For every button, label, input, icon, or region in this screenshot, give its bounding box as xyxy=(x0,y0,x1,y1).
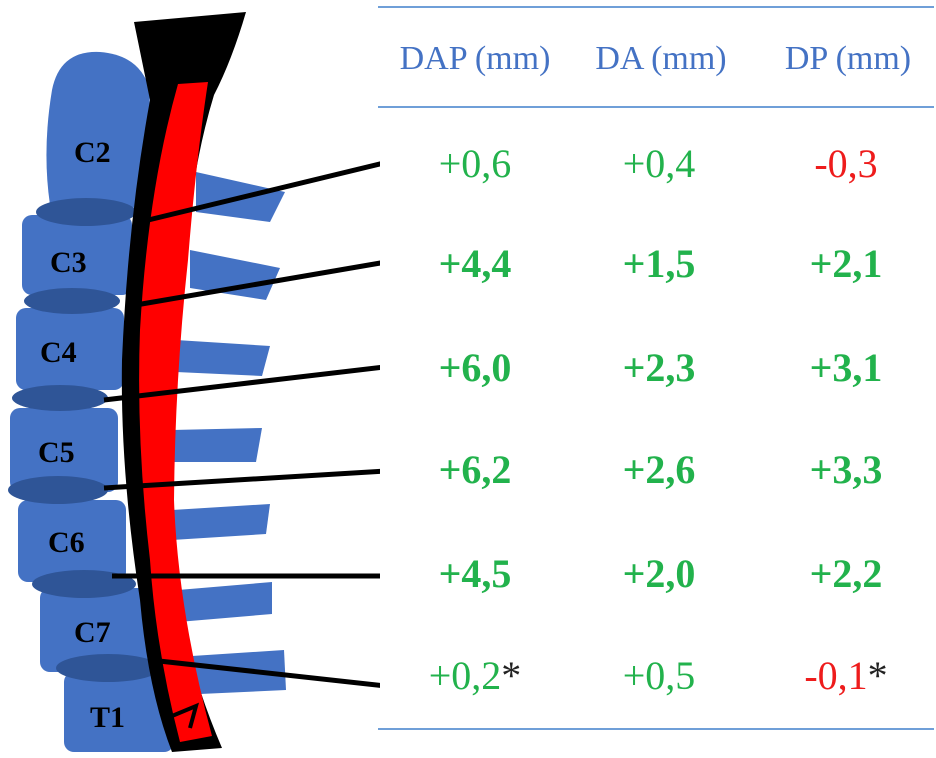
cell-dp-row-1: -0,3 xyxy=(758,140,934,187)
vertebra-c2 xyxy=(46,51,150,209)
leader-line-c5-c6 xyxy=(103,468,380,491)
value-dap: +0,2 xyxy=(428,653,502,698)
level-leader-lines xyxy=(103,161,380,688)
value-dp: +2,1 xyxy=(809,241,883,286)
leader-line-c3-c4 xyxy=(129,260,380,309)
vertebra-c4 xyxy=(16,308,124,390)
vertebral-bodies xyxy=(10,51,174,752)
significance-asterisk: * xyxy=(867,653,888,698)
value-da: +0,5 xyxy=(622,653,696,698)
value-dap: +4,5 xyxy=(438,551,512,596)
vertebra-label-c3: C3 xyxy=(50,246,87,279)
cell-dp-row-3: +3,1 xyxy=(758,344,934,391)
disc-c2-c3 xyxy=(36,198,136,226)
vertebra-c7 xyxy=(40,588,150,672)
value-dp: -0,3 xyxy=(814,141,878,186)
vertebra-c3 xyxy=(22,215,132,295)
leader-line-c4-c5 xyxy=(103,364,380,403)
intervertebral-discs xyxy=(8,198,160,682)
vertebra-labels: C2 C3 C4 C5 C6 C7 T1 xyxy=(38,136,125,734)
disc-c4-c5 xyxy=(12,385,108,411)
value-da: +2,0 xyxy=(622,551,696,596)
disc-c6-c7 xyxy=(32,570,136,598)
cell-dap-row-1: +0,6 xyxy=(382,140,568,187)
value-dap: +0,6 xyxy=(438,141,512,186)
header-dap: DAP (mm) xyxy=(399,40,551,77)
spine-diagram: C2 C3 C4 C5 C6 C7 T1 xyxy=(8,12,380,752)
spinous-processes xyxy=(172,172,286,694)
spinous-process-c3 xyxy=(190,250,280,300)
cell-dp-row-4: +3,3 xyxy=(758,446,934,493)
spinous-process-c7 xyxy=(178,582,272,622)
cell-dap-row-4: +6,2 xyxy=(382,446,568,493)
table-bottom-rule xyxy=(378,728,934,730)
value-da: +1,5 xyxy=(622,241,696,286)
cell-da-row-4: +2,6 xyxy=(566,446,752,493)
leader-line-c7-t1 xyxy=(149,657,380,688)
significance-asterisk: * xyxy=(501,653,522,698)
header-dp: DP (mm) xyxy=(784,40,912,77)
table-header-rule xyxy=(378,106,934,108)
cell-dap-row-6: +0,2* xyxy=(382,652,568,699)
value-dp: +3,1 xyxy=(809,345,883,390)
cell-da-row-5: +2,0 xyxy=(566,550,752,597)
disc-c3-c4 xyxy=(24,288,120,314)
disc-c7-t1 xyxy=(56,654,160,682)
value-dp: -0,1 xyxy=(804,653,868,698)
cell-da-row-3: +2,3 xyxy=(566,344,752,391)
spinal-cord-tip-mark xyxy=(171,702,200,729)
cell-da-row-1: +0,4 xyxy=(566,140,752,187)
vertebra-c6 xyxy=(18,500,126,582)
value-da: +2,6 xyxy=(622,447,696,492)
vertebra-label-c7: C7 xyxy=(74,616,111,649)
value-dp: +2,2 xyxy=(809,551,883,596)
cell-dap-row-5: +4,5 xyxy=(382,550,568,597)
cell-dp-row-6: -0,1* xyxy=(758,652,934,699)
vertebra-c5 xyxy=(10,408,118,492)
cell-dp-row-2: +2,1 xyxy=(758,240,934,287)
vertebra-label-c6: C6 xyxy=(48,526,85,559)
value-da: +2,3 xyxy=(622,345,696,390)
spinous-process-c5 xyxy=(172,428,262,462)
cell-dap-row-2: +4,4 xyxy=(382,240,568,287)
vertebra-t1 xyxy=(64,672,174,752)
vertebra-label-c5: C5 xyxy=(38,436,75,469)
value-dap: +6,2 xyxy=(438,447,512,492)
spinous-process-c4 xyxy=(176,340,270,376)
value-dap: +4,4 xyxy=(438,241,512,286)
value-dp: +3,3 xyxy=(809,447,883,492)
cell-dp-row-5: +2,2 xyxy=(758,550,934,597)
vertebra-label-c2: C2 xyxy=(74,136,111,169)
cell-da-row-2: +1,5 xyxy=(566,240,752,287)
header-da: DA (mm) xyxy=(595,40,727,77)
cell-da-row-6: +0,5 xyxy=(566,652,752,699)
value-da: +0,4 xyxy=(622,141,696,186)
vertebra-label-c4: C4 xyxy=(40,336,77,369)
spinous-process-c6 xyxy=(172,504,270,540)
vertebra-label-t1: T1 xyxy=(90,701,125,734)
leader-line-c2-c3 xyxy=(139,161,380,225)
cell-dap-row-3: +6,0 xyxy=(382,344,568,391)
disc-c5-c6 xyxy=(8,476,108,504)
value-dap: +6,0 xyxy=(438,345,512,390)
table-top-rule xyxy=(378,6,934,8)
